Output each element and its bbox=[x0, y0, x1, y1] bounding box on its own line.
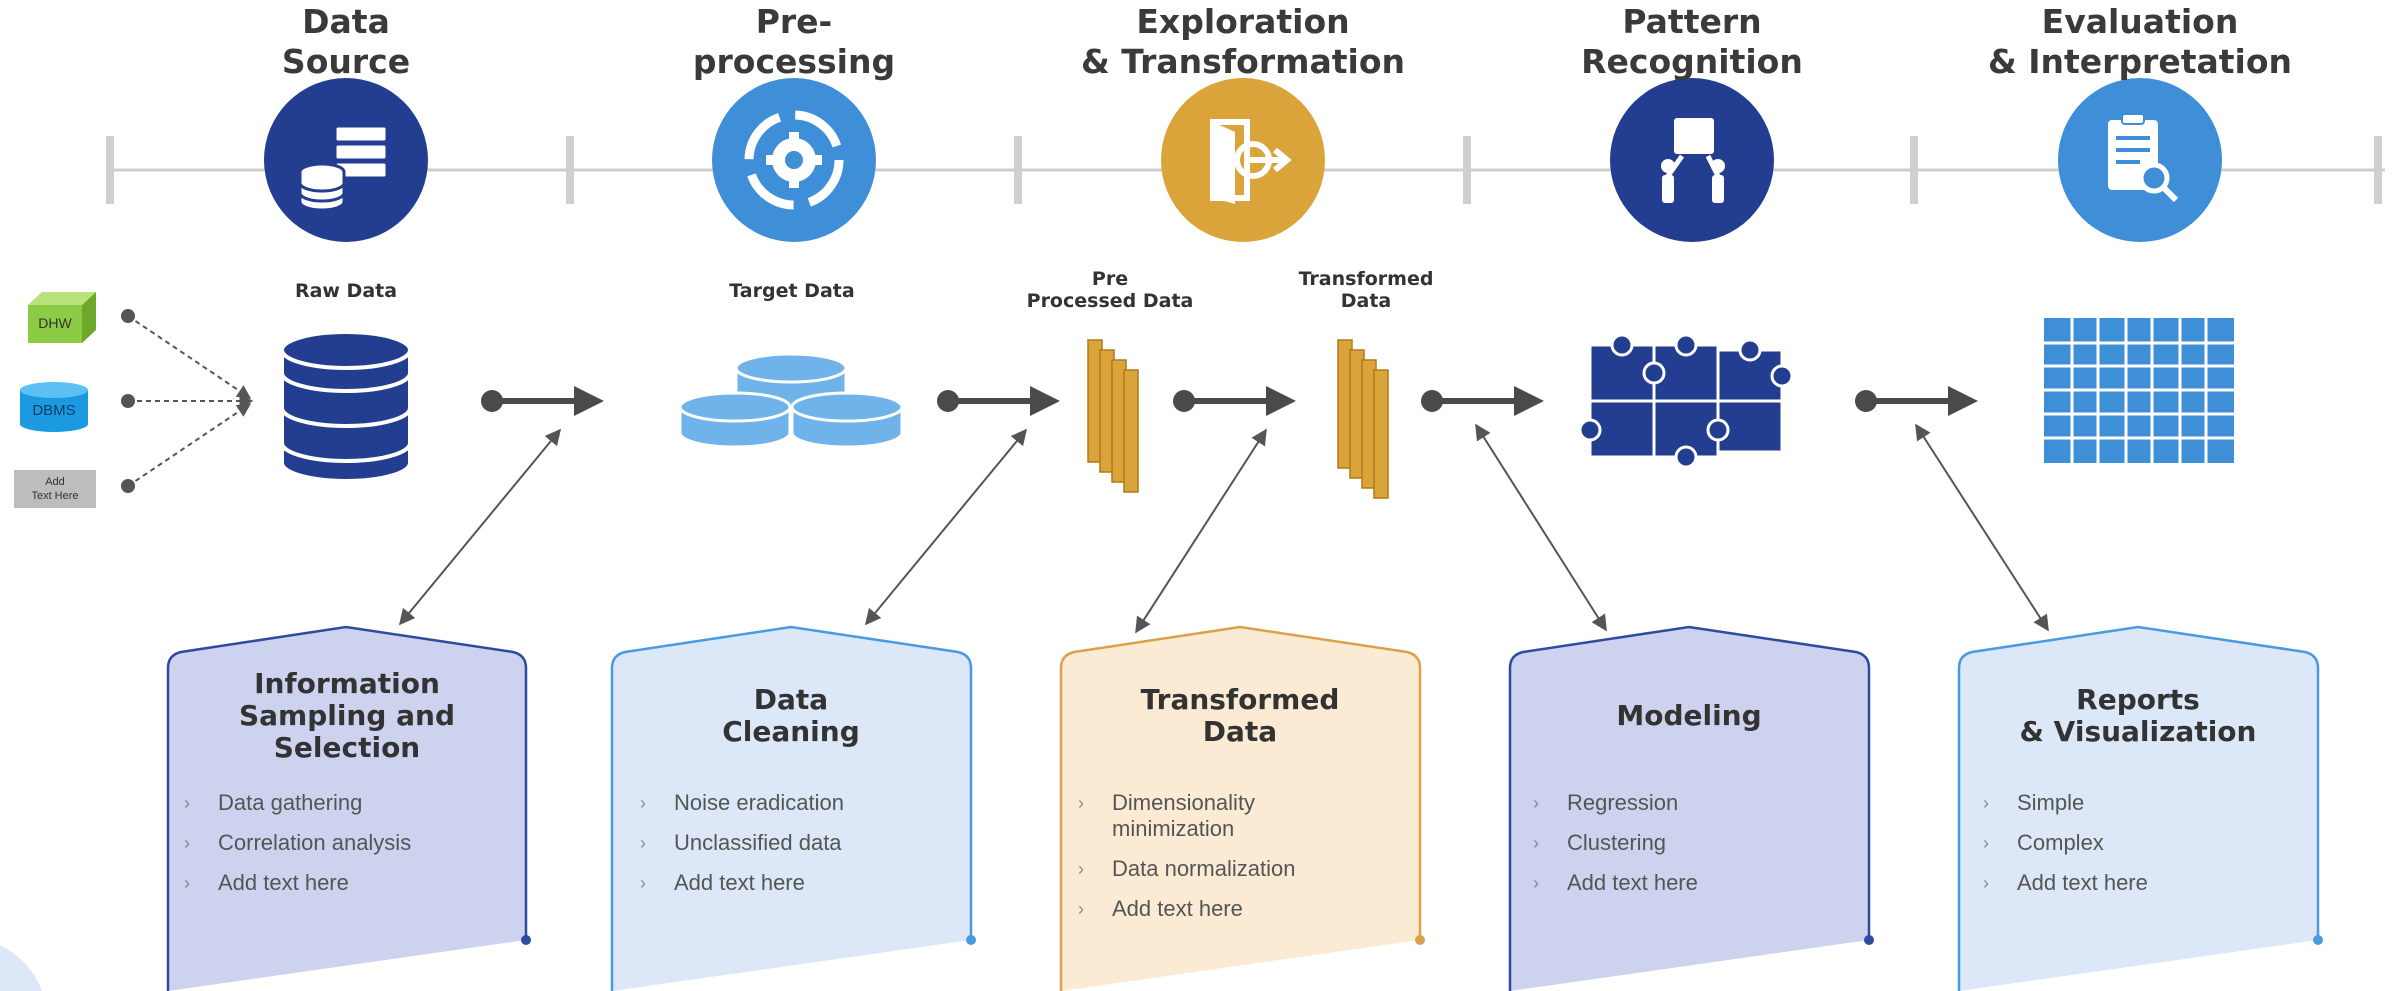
list-item: ›Simple bbox=[1983, 790, 2085, 815]
stage-title-pre-processing: Pre- processing bbox=[692, 2, 896, 81]
card-title-modeling: Modeling bbox=[1616, 699, 1762, 732]
stage-icon-evaluation bbox=[2058, 78, 2222, 242]
list-item: ›Complex bbox=[1983, 830, 2104, 855]
source-text-box bbox=[14, 470, 96, 508]
source-arrows bbox=[127, 315, 254, 487]
chevron-right-icon: › bbox=[1983, 833, 1989, 853]
puzzle-grid bbox=[2044, 318, 2234, 463]
chevron-right-icon: › bbox=[640, 873, 646, 893]
card-title-sampling: Information Sampling and Selection bbox=[238, 667, 456, 764]
card-title-transformed: Transformed Data bbox=[1140, 683, 1340, 748]
chevron-right-icon: › bbox=[1983, 793, 1989, 813]
card-list-modeling: ›Regression ›Clustering ›Add text here bbox=[1529, 790, 1829, 910]
list-item: ›Noise eradication bbox=[640, 790, 844, 815]
report-magnifier-icon bbox=[2108, 113, 2179, 203]
chevron-right-icon: › bbox=[184, 833, 190, 853]
card-shapes bbox=[166, 625, 2320, 991]
card-title-cleaning: Data Cleaning bbox=[722, 683, 860, 748]
label-raw-data: Raw Data bbox=[294, 280, 398, 302]
label-target-data: Target Data bbox=[729, 280, 855, 302]
stage-icon-pre-processing bbox=[712, 78, 876, 242]
source-label-dhw: DHW bbox=[38, 315, 72, 331]
list-item: ›Add text here bbox=[640, 870, 805, 895]
corner-decoration bbox=[0, 945, 42, 991]
chevron-right-icon: › bbox=[1078, 793, 1084, 813]
list-item: ›Add text here bbox=[184, 870, 349, 895]
chevron-right-icon: › bbox=[1533, 833, 1539, 853]
list-item: ›Add text here bbox=[1078, 896, 1243, 921]
stage-title-evaluation: Evaluation & Interpretation bbox=[1987, 2, 2293, 81]
card-bg-modeling bbox=[1508, 625, 1871, 991]
chevron-right-icon: › bbox=[640, 793, 646, 813]
source-label-text: Add Text Here bbox=[31, 476, 79, 502]
raw-data-database bbox=[280, 330, 412, 483]
card-list-sampling: ›Data gathering ›Correlation analysis ›A… bbox=[180, 790, 480, 910]
chevron-right-icon: › bbox=[184, 793, 190, 813]
card-bg-transformed bbox=[1059, 625, 1422, 991]
chevron-right-icon: › bbox=[1078, 859, 1084, 879]
link-arrows bbox=[398, 423, 2049, 634]
stage-icon-pattern bbox=[1610, 78, 1774, 242]
card-list-cleaning: ›Noise eradication ›Unclassified data ›A… bbox=[636, 790, 936, 910]
card-bg-reports bbox=[1957, 625, 2320, 991]
door-exit-icon bbox=[1210, 119, 1292, 204]
list-item: ›Clustering bbox=[1533, 830, 1667, 855]
chevron-right-icon: › bbox=[1983, 873, 1989, 893]
label-transformed-data: Transformed Data bbox=[1298, 268, 1434, 312]
card-title-reports: Reports & Visualization bbox=[2019, 683, 2257, 748]
card-corner-dots bbox=[521, 935, 2323, 945]
stage-title-data-source: Data Source bbox=[281, 2, 411, 81]
puzzle-pieces-4 bbox=[1578, 333, 1794, 469]
database-icon bbox=[298, 124, 389, 212]
label-preprocessed-data: Pre Processed Data bbox=[1026, 268, 1194, 312]
stage-title-pattern: Pattern Recognition bbox=[1581, 2, 1803, 81]
chevron-right-icon: › bbox=[640, 833, 646, 853]
card-bg-sampling bbox=[166, 625, 528, 991]
gear-cycle-icon bbox=[744, 110, 844, 210]
list-item: ›Unclassified data bbox=[640, 830, 842, 855]
list-item: ›Data normalization bbox=[1078, 856, 1296, 881]
source-label-dbms: DBMS bbox=[32, 402, 76, 419]
people-puzzle-icon bbox=[1661, 118, 1725, 203]
stage-icon-data-source bbox=[264, 78, 428, 242]
target-data-disks bbox=[678, 352, 904, 449]
stage-title-exploration: Exploration & Transformation bbox=[1080, 2, 1406, 81]
list-item: ›Correlation analysis bbox=[184, 830, 412, 855]
timeline-ticks bbox=[106, 136, 2382, 204]
chevron-right-icon: › bbox=[1078, 899, 1084, 919]
list-item: ›Add text here bbox=[1983, 870, 2148, 895]
list-item: ›Data gathering bbox=[184, 790, 363, 815]
transformed-data-bars bbox=[1337, 339, 1389, 499]
preprocessed-data-bars bbox=[1087, 339, 1139, 493]
card-list-reports: ›Simple ›Complex ›Add text here bbox=[1979, 790, 2279, 910]
card-list-transformed: ›Dimensionality minimization ›Data norma… bbox=[1074, 790, 1374, 936]
chevron-right-icon: › bbox=[1533, 793, 1539, 813]
list-item: ›Add text here bbox=[1533, 870, 1698, 895]
source-dbms-cylinder bbox=[20, 382, 88, 432]
stage-icon-exploration bbox=[1161, 78, 1325, 242]
card-bg-cleaning bbox=[610, 625, 973, 991]
chevron-right-icon: › bbox=[184, 873, 190, 893]
source-dots bbox=[121, 309, 135, 493]
flow-arrows bbox=[481, 386, 1978, 416]
chevron-right-icon: › bbox=[1533, 873, 1539, 893]
source-dhw-cube bbox=[28, 292, 96, 343]
list-item: ›Regression bbox=[1533, 790, 1679, 815]
list-item: ›Dimensionality minimization bbox=[1078, 790, 1256, 841]
